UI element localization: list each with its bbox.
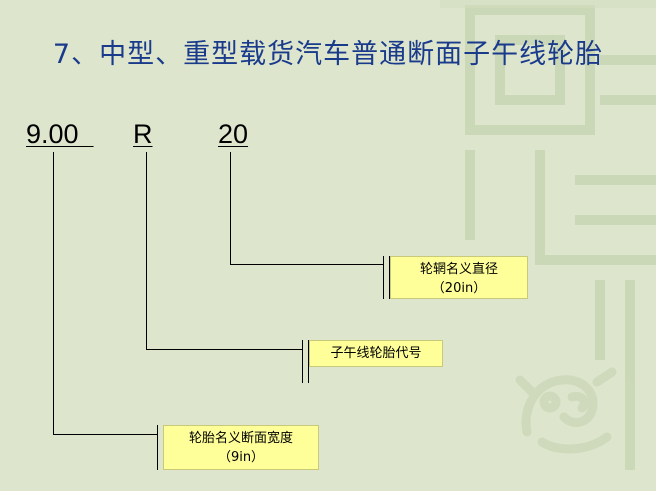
slide-title: 7、中型、重型载货汽车普通断面子午线轮胎: [52, 39, 604, 70]
dragon-emblem-icon: [515, 367, 617, 454]
callout-bracket-rim: [383, 256, 390, 299]
callout-rim-label: 轮辋名义直径: [419, 262, 498, 277]
callout-section-width: 轮胎名义断面宽度 （9in）: [163, 425, 319, 470]
callout-rim-value: （20in）: [431, 281, 487, 296]
callout-size-value: （9in）: [217, 450, 265, 465]
tire-size-code: 9.00: [26, 119, 94, 149]
tire-type-code: R: [133, 119, 153, 149]
callout-type-label: 子午线轮胎代号: [330, 346, 422, 361]
rim-diameter-code: 20: [218, 119, 249, 149]
callout-radial-code: 子午线轮胎代号: [309, 340, 443, 367]
callout-bracket-type: [302, 340, 309, 383]
callout-rim-diameter: 轮辋名义直径 （20in）: [390, 256, 528, 299]
callout-size-label: 轮胎名义断面宽度: [188, 431, 293, 446]
